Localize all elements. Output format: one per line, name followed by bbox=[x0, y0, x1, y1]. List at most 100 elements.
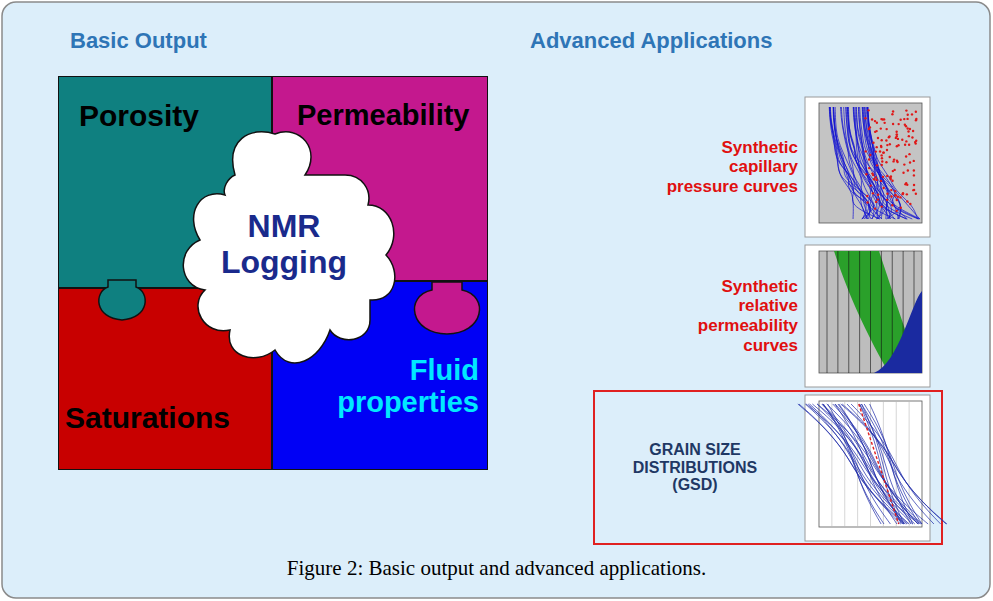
chart-dot bbox=[885, 139, 887, 141]
chart-dot bbox=[888, 136, 890, 138]
chart-dot bbox=[866, 195, 868, 197]
chart-dot bbox=[913, 184, 915, 186]
chart-dot bbox=[868, 158, 870, 160]
chart-dot bbox=[913, 169, 915, 171]
chart-dot bbox=[891, 113, 893, 115]
chart-dot bbox=[876, 122, 878, 124]
chart-dot bbox=[867, 109, 869, 111]
node-text: Porosity bbox=[79, 99, 263, 133]
chart-dot bbox=[895, 131, 897, 133]
chart-thumbnail bbox=[805, 97, 930, 237]
chart-dot bbox=[894, 190, 896, 192]
chart-curve bbox=[805, 404, 907, 524]
chart-curve bbox=[868, 107, 918, 219]
section-heading: Advanced Applications bbox=[530, 28, 850, 53]
chart-dot bbox=[880, 180, 882, 182]
chart-curve bbox=[867, 107, 888, 219]
chart-dot bbox=[894, 194, 896, 196]
chart-dot bbox=[889, 143, 891, 145]
chart-dot bbox=[888, 135, 890, 137]
chart-dot bbox=[880, 139, 882, 141]
chart-curve bbox=[846, 107, 878, 219]
grid-line bbox=[859, 251, 860, 373]
chart-dot bbox=[909, 203, 911, 205]
chart-dot bbox=[885, 128, 887, 130]
plot-area bbox=[819, 251, 922, 373]
chart-dot bbox=[912, 189, 914, 191]
center-blob bbox=[183, 132, 395, 363]
chart-dot bbox=[897, 195, 899, 197]
plot-area bbox=[819, 401, 922, 527]
chart-frame bbox=[805, 395, 930, 541]
chart-dot bbox=[883, 122, 885, 124]
chart-dot bbox=[915, 119, 917, 121]
chart-curve bbox=[808, 404, 900, 524]
chart-dot bbox=[900, 207, 902, 209]
chart-dot bbox=[880, 154, 882, 156]
node-text: GRAIN SIZE DISTRIBUTIONS (GSD) bbox=[615, 441, 775, 495]
chart-curve bbox=[867, 107, 920, 219]
chart-dot bbox=[892, 123, 894, 125]
plot-area bbox=[819, 103, 922, 223]
chart-dot bbox=[880, 145, 882, 147]
chart-curve bbox=[822, 404, 908, 524]
chart-dot bbox=[901, 193, 903, 195]
chart-dot bbox=[897, 138, 899, 140]
chart-dot bbox=[894, 194, 896, 196]
chart-dot bbox=[864, 150, 866, 152]
chart-dot bbox=[882, 118, 884, 120]
chart-dot bbox=[886, 199, 888, 201]
chart-dot bbox=[915, 111, 917, 113]
chart-dot bbox=[869, 154, 871, 156]
chart-dot bbox=[871, 172, 873, 174]
grid-line bbox=[848, 251, 849, 373]
section-heading: Basic Output bbox=[70, 28, 290, 53]
chart-dot bbox=[881, 164, 883, 166]
chart-dot bbox=[904, 144, 906, 146]
chart-dot bbox=[864, 117, 866, 119]
chart-dot bbox=[896, 199, 898, 201]
chart-dot bbox=[872, 142, 874, 144]
chart-dot bbox=[886, 175, 888, 177]
chart-dot bbox=[913, 174, 915, 176]
puzzle-knobs bbox=[99, 132, 480, 363]
chart-dot bbox=[906, 127, 908, 129]
chart-dot bbox=[912, 130, 914, 132]
chart-dot bbox=[890, 195, 892, 197]
node-text: Fluid properties bbox=[333, 354, 479, 419]
chart-dot bbox=[875, 150, 877, 152]
chart-dot bbox=[883, 151, 885, 153]
chart-curve bbox=[830, 107, 868, 219]
chart-dot bbox=[891, 180, 893, 182]
chart-dot bbox=[906, 193, 908, 195]
chart-dot bbox=[915, 140, 917, 142]
chart-dot bbox=[911, 136, 913, 138]
chart-dot bbox=[874, 207, 876, 209]
chart-dot bbox=[875, 146, 877, 148]
chart-dot bbox=[902, 192, 904, 194]
chart-dot bbox=[874, 131, 876, 133]
chart-dot bbox=[885, 161, 887, 163]
chart-dot bbox=[882, 176, 884, 178]
chart-dot bbox=[896, 210, 898, 212]
chart-dot bbox=[903, 118, 905, 120]
chart-dot bbox=[881, 157, 883, 159]
chart-dot bbox=[907, 130, 909, 132]
chart-dot bbox=[913, 160, 915, 162]
chart-dot bbox=[890, 178, 892, 180]
grid-line bbox=[881, 251, 882, 373]
chart-dot bbox=[892, 160, 894, 162]
chart-dot bbox=[872, 192, 874, 194]
chart-dot bbox=[875, 201, 877, 203]
chart-dot bbox=[879, 150, 881, 152]
node-text: Saturations bbox=[65, 401, 267, 435]
chart-dot bbox=[908, 135, 910, 137]
chart-curve bbox=[828, 404, 881, 524]
chart-dot bbox=[877, 194, 879, 196]
chart-dot bbox=[906, 200, 908, 202]
chart-dot bbox=[909, 161, 911, 163]
chart-dot bbox=[906, 118, 908, 120]
chart-curve bbox=[859, 404, 899, 524]
